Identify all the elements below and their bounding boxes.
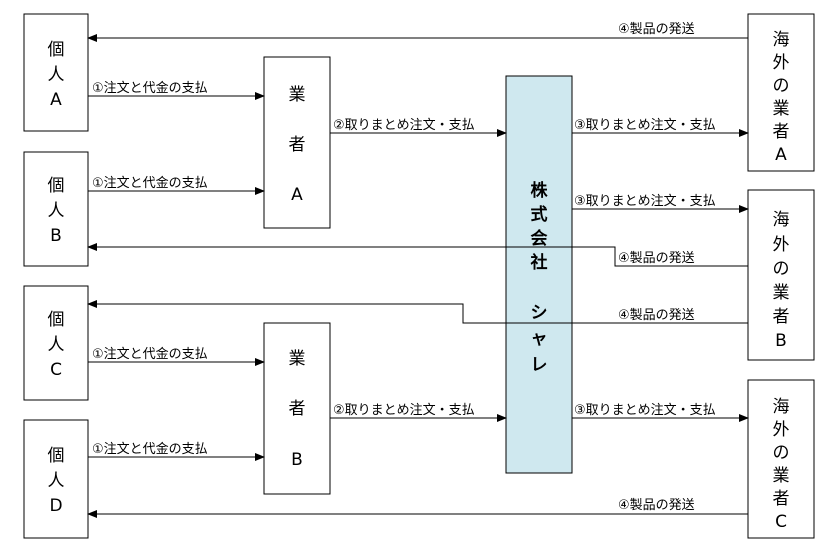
label-bulk-dealer-b: ②取りまとめ注文・支払 xyxy=(333,403,475,418)
overseas-c-line-4: 業 xyxy=(773,466,790,486)
overseas-a-line-4: 業 xyxy=(773,99,790,119)
label-order-c: ①注文と代金の支払 xyxy=(92,346,208,362)
center-label-6: シ xyxy=(531,303,548,323)
individual-a-box: 個 人 A xyxy=(23,13,89,132)
dealer-b-box: 業 者 B xyxy=(263,322,331,495)
individual-b-line-3: B xyxy=(50,226,62,246)
individual-b-line-1: 個 xyxy=(48,176,65,196)
dealer-a-line-1: 業 xyxy=(289,85,306,105)
individual-a-line-3: A xyxy=(50,90,62,110)
center-company-fill xyxy=(505,75,573,474)
dealer-b-line-1: 業 xyxy=(289,349,306,369)
dealer-a-line-3: A xyxy=(291,185,303,205)
individual-d-line-2: 人 xyxy=(48,471,65,491)
label-ship-b: ④製品の発送 xyxy=(618,251,695,266)
individual-c-box: 個 人 C xyxy=(23,285,89,401)
individual-c-line-1: 個 xyxy=(48,310,65,330)
individual-c-line-2: 人 xyxy=(48,335,65,355)
arrow-ship-c xyxy=(87,300,748,324)
center-label-2: 式 xyxy=(531,204,548,225)
label-bulk-overseas-b: ③取りまとめ注文・支払 xyxy=(574,194,716,209)
center-label-4: 社 xyxy=(530,252,548,273)
center-label-7: ャ xyxy=(531,329,548,349)
overseas-a-line-1: 海 xyxy=(773,30,790,50)
overseas-b-line-6: B xyxy=(775,331,787,351)
center-label-8: レ xyxy=(531,355,548,375)
center-company-box: 株 式 会 社 シ ャ レ xyxy=(505,75,573,474)
overseas-b-box: 海 外 の 業 者 B xyxy=(747,189,815,361)
dealer-a-box: 業 者 A xyxy=(263,56,331,229)
individual-d-box: 個 人 D xyxy=(23,419,89,539)
dealer-b-line-2: 者 xyxy=(289,399,306,419)
overseas-c-line-1: 海 xyxy=(773,397,790,417)
dealer-a-line-2: 者 xyxy=(289,135,306,155)
overseas-a-line-2: 外 xyxy=(773,53,790,73)
label-order-d: ①注文と代金の支払 xyxy=(92,441,208,457)
center-label-3: 会 xyxy=(531,228,548,249)
overseas-c-box: 海 外 の 業 者 C xyxy=(747,379,815,539)
label-ship-a: ④製品の発送 xyxy=(618,22,695,37)
individual-b-box: 個 人 B xyxy=(23,151,89,267)
label-order-a: ①注文と代金の支払 xyxy=(92,80,208,96)
label-ship-c: ④製品の発送 xyxy=(618,308,695,323)
label-bulk-dealer-a: ②取りまとめ注文・支払 xyxy=(333,118,475,133)
overseas-a-box: 海 外 の 業 者 A xyxy=(747,13,815,172)
overseas-b-line-3: の xyxy=(773,259,790,279)
label-order-b: ①注文と代金の支払 xyxy=(92,175,208,191)
individual-d-line-3: D xyxy=(49,496,62,516)
label-bulk-overseas-a: ③取りまとめ注文・支払 xyxy=(574,118,716,133)
overseas-b-line-5: 者 xyxy=(773,307,790,327)
center-label-1: 株 xyxy=(531,180,549,201)
individual-b-line-2: 人 xyxy=(48,201,65,221)
overseas-a-line-5: 者 xyxy=(773,122,790,142)
overseas-c-line-5: 者 xyxy=(773,489,790,509)
label-ship-d: ④製品の発送 xyxy=(618,498,695,513)
dealer-b-line-3: B xyxy=(291,450,303,470)
overseas-b-line-4: 業 xyxy=(773,283,790,303)
arrow-ship-b xyxy=(87,243,748,267)
overseas-b-line-2: 外 xyxy=(773,235,790,255)
overseas-c-line-6: C xyxy=(775,512,787,532)
overseas-a-line-3: の xyxy=(773,76,790,96)
label-bulk-overseas-c: ③取りまとめ注文・支払 xyxy=(574,403,716,418)
individual-d-line-1: 個 xyxy=(48,446,65,466)
overseas-c-line-2: 外 xyxy=(773,420,790,440)
individual-a-line-1: 個 xyxy=(48,40,65,60)
overseas-c-line-3: の xyxy=(773,443,790,463)
overseas-a-line-6: A xyxy=(775,145,787,165)
individual-a-line-2: 人 xyxy=(48,65,65,85)
individual-c-line-3: C xyxy=(50,360,62,380)
overseas-b-line-1: 海 xyxy=(773,210,790,230)
